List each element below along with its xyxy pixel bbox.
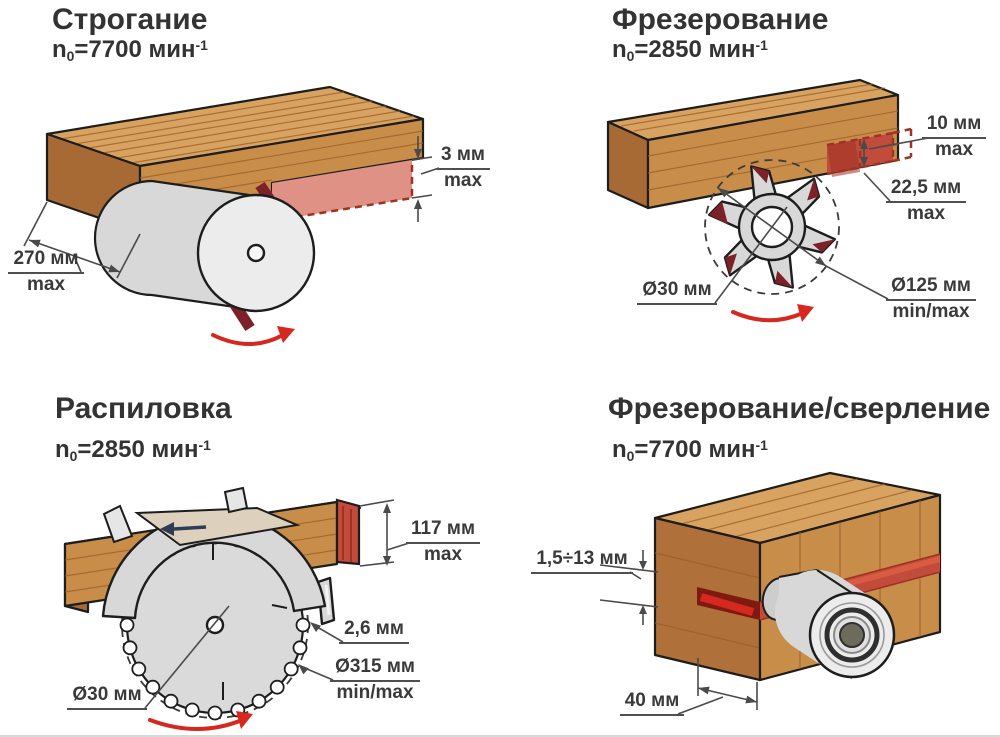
feed-arrow-icon [160, 522, 207, 536]
spec-value: =7700 мин [634, 436, 756, 463]
sawing-illustration [63, 486, 410, 731]
spec-value: =2850 мин [77, 436, 199, 463]
dim-value: Ø30 мм [67, 684, 147, 710]
drilling-illustration [599, 471, 942, 715]
dim-milling-bore: Ø30 мм [632, 279, 722, 305]
spec-exp: -1 [755, 437, 768, 454]
dim-value: 10 мм [921, 113, 987, 139]
panel-title-sawing: Распиловка [55, 392, 232, 425]
planing-illustration [23, 85, 440, 346]
dim-value: 1,5÷13 мм [531, 548, 633, 574]
dim-qualifier: min/max [336, 681, 414, 703]
dim-value: 40 мм [619, 690, 685, 716]
spindle-speed-milling: n0=2850 мин-1 [612, 36, 768, 64]
spec-sub: 0 [626, 448, 635, 465]
spec-value: =2850 мин [634, 36, 756, 63]
dim-value: 3 мм [436, 144, 490, 170]
spec-exp: -1 [755, 37, 768, 54]
spec-sub: 0 [69, 448, 78, 465]
wood-grain [654, 552, 761, 649]
dim-qualifier: max [443, 169, 483, 191]
milling-illustration [606, 78, 929, 323]
dim-sawing-kerf: 2,6 мм [336, 618, 412, 644]
blade-guard [101, 486, 327, 620]
spec-var: n [612, 436, 627, 463]
dim-sawing-bore: Ø30 мм [60, 684, 154, 710]
wood-grain [620, 83, 886, 132]
milled-groove-region [826, 127, 913, 177]
dim-drilling-depth: 40 мм [610, 690, 694, 716]
spec-exp: -1 [195, 37, 208, 54]
spec-var: n [55, 436, 70, 463]
dim-value: Ø30 мм [637, 279, 717, 305]
dim-qualifier: max [906, 202, 946, 224]
anti-kickback-pawl [223, 486, 249, 514]
rotation-arrow-icon [211, 326, 295, 346]
cut-face [335, 498, 361, 566]
planer-drum [93, 179, 316, 331]
panel-title-milling: Фрезерование [612, 3, 829, 36]
dimension-lines [599, 550, 758, 715]
dimension-lines [23, 136, 440, 279]
spindle-speed-planing: n0=7700 мин-1 [52, 36, 208, 64]
spec-exp: -1 [198, 437, 211, 454]
anti-kickback-pawl [102, 504, 134, 544]
panel-title-drilling: Фрезерование/сверление [608, 392, 991, 425]
wood-block [606, 78, 900, 210]
wood-grain [680, 478, 913, 538]
dim-drilling-chuck-range: 1,5÷13 мм [528, 548, 636, 574]
dim-value: Ø125 мм [886, 275, 976, 301]
dim-qualifier: min/max [892, 300, 970, 322]
drill-chuck [761, 569, 896, 679]
dim-value: 22,5 мм [885, 177, 967, 203]
dim-value: 117 мм [405, 518, 481, 544]
dim-value: Ø315 мм [330, 656, 420, 682]
dim-qualifier: max [423, 543, 463, 565]
spindle-speed-sawing: n0=2850 мин-1 [55, 436, 211, 464]
dim-qualifier: max [26, 273, 66, 295]
spec-sub: 0 [626, 48, 635, 65]
drill-bit [699, 593, 755, 616]
spindle-speed-drilling: n0=7700 мин-1 [612, 436, 768, 464]
spec-var: n [52, 36, 67, 63]
dimension-lines [144, 499, 410, 709]
wood-grain [60, 91, 415, 164]
spec-value: =7700 мин [74, 36, 196, 63]
dim-qualifier: max [934, 138, 974, 160]
spec-var: n [612, 36, 627, 63]
cutter-teeth [709, 166, 835, 288]
panel-title-planing: Строгание [52, 3, 208, 36]
rotation-arrow-icon [731, 304, 814, 323]
dim-value: 270 мм [8, 248, 84, 274]
rotation-arrow-icon [148, 711, 253, 731]
spec-sub: 0 [66, 48, 75, 65]
dim-value: 2,6 мм [339, 618, 409, 644]
dimension-lines [714, 137, 929, 304]
bottom-divider [0, 735, 1000, 737]
cut-depth-region [271, 160, 414, 223]
